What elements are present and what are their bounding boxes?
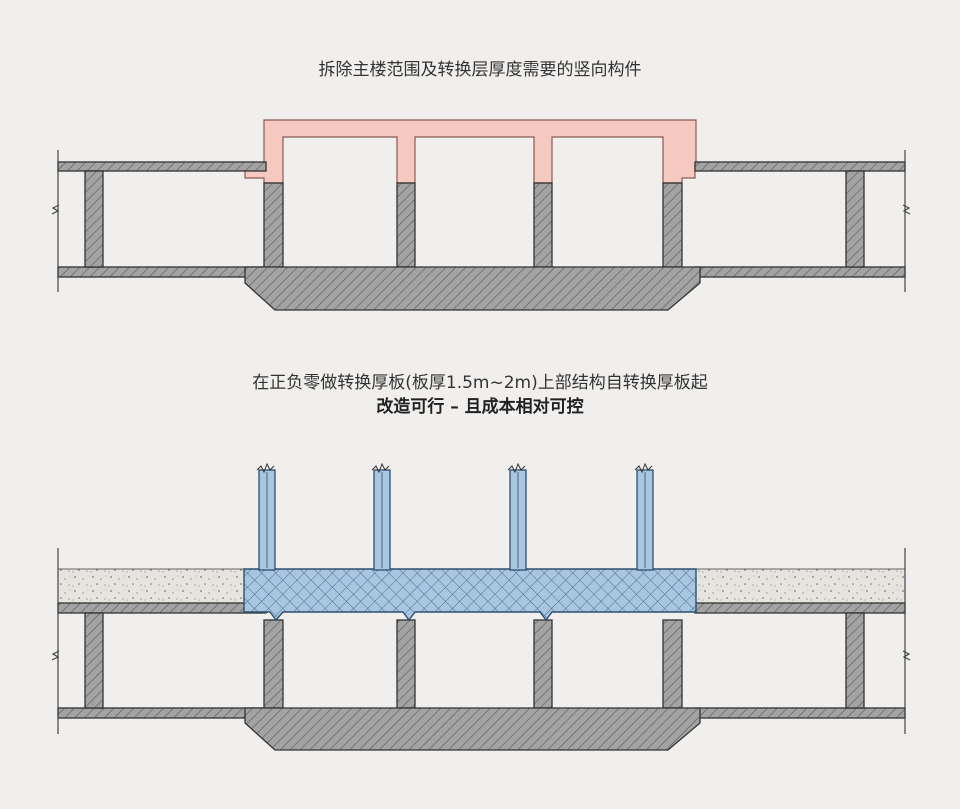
existing-structure — [57, 161, 906, 311]
bottom-caption-line2: 改造可行 – 且成本相对可控 — [376, 397, 584, 417]
new-columns — [258, 469, 654, 571]
top-section — [51, 119, 911, 311]
gravel-fill-left — [57, 568, 245, 604]
existing-structure-lower — [57, 602, 906, 751]
gravel-fill-right — [695, 568, 906, 604]
bottom-caption-line1: 在正负零做转换厚板(板厚1.5m~2m)上部结构自转换厚板起 — [252, 373, 708, 393]
top-caption: 拆除主楼范围及转换层厚度需要的竖向构件 — [318, 60, 642, 80]
transfer-slab — [243, 568, 697, 622]
removed-elements — [244, 119, 697, 184]
bottom-section — [51, 462, 911, 751]
